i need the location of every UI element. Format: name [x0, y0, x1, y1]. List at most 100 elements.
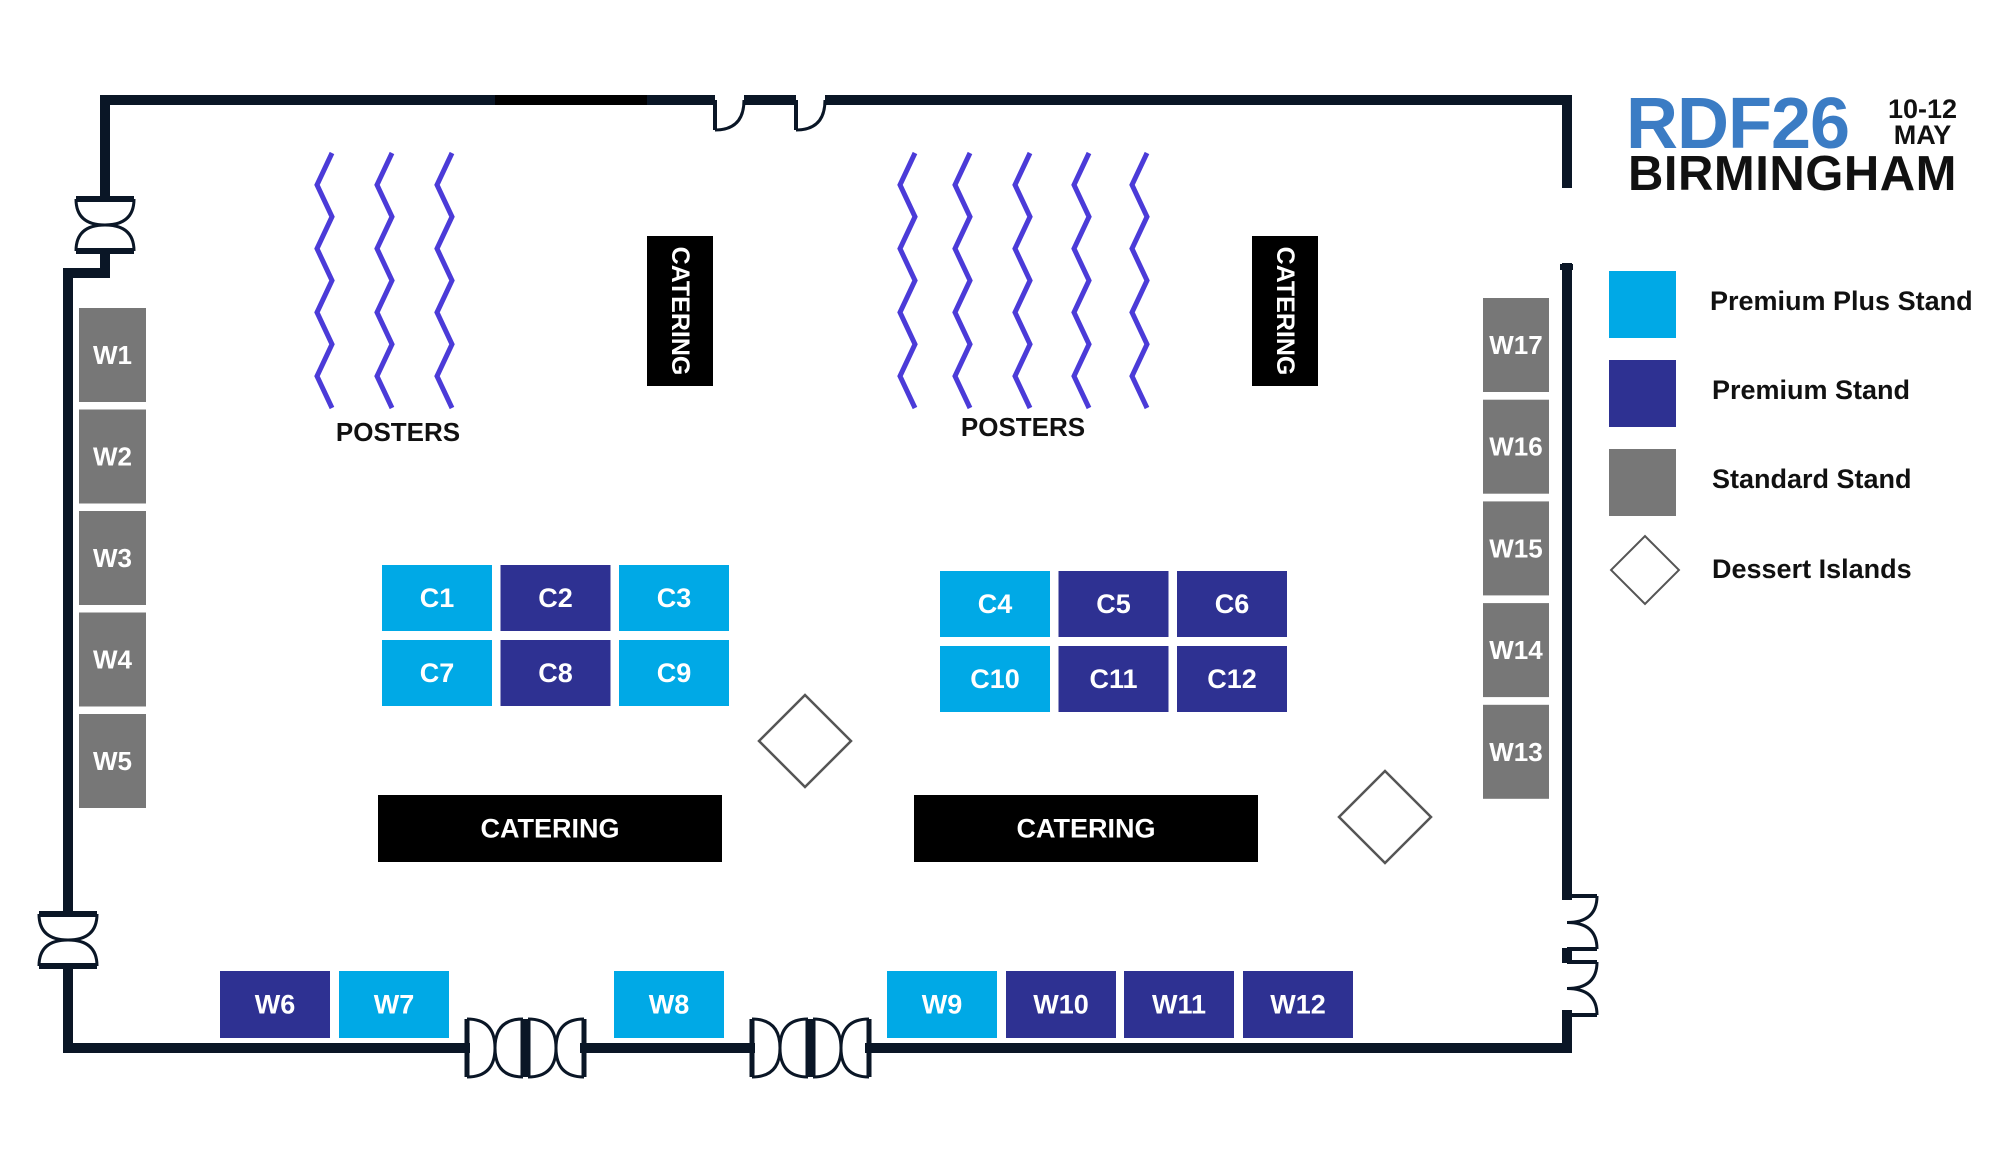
stand-c6[interactable]: C6: [1177, 571, 1287, 637]
stand-c8[interactable]: C8: [500, 640, 611, 706]
wall-segment: [865, 1010, 1572, 1053]
stand-label: C11: [1089, 664, 1137, 694]
stand-box[interactable]: [1483, 298, 1549, 392]
stand-box[interactable]: [500, 640, 611, 706]
stand-label: C7: [420, 658, 455, 688]
stand-box[interactable]: [79, 308, 146, 402]
stand-c3[interactable]: C3: [619, 565, 729, 631]
stand-label: W13: [1489, 737, 1542, 767]
stand-w11[interactable]: W11: [1124, 971, 1234, 1038]
stand-w4[interactable]: W4: [79, 612, 146, 707]
premium-swatch: [1609, 360, 1676, 427]
stand-box[interactable]: [619, 640, 729, 706]
stand-c10[interactable]: C10: [940, 646, 1050, 712]
stand-w5[interactable]: W5: [79, 714, 146, 808]
event-dates-days: 10-12: [1888, 94, 1958, 124]
catering-vertical-left: CATERING: [647, 236, 713, 386]
premium-plus-swatch: [1609, 271, 1676, 338]
stand-box[interactable]: [1006, 971, 1116, 1038]
stand-c9[interactable]: C9: [619, 640, 729, 706]
stand-box[interactable]: [1243, 971, 1353, 1038]
dessert-island: [1337, 769, 1433, 865]
stand-label: W9: [922, 990, 963, 1020]
poster-board: [1012, 151, 1033, 410]
stand-box[interactable]: [220, 971, 330, 1038]
stand-box[interactable]: [339, 971, 449, 1038]
posters-label: POSTERS: [961, 412, 1085, 442]
stand-c4[interactable]: C4: [940, 571, 1050, 637]
stand-box[interactable]: [79, 612, 146, 707]
stand-c7[interactable]: C7: [382, 640, 492, 706]
stand-box[interactable]: [79, 714, 146, 808]
catering-area: [914, 795, 1258, 862]
stand-box[interactable]: [1177, 646, 1287, 712]
stand-w7[interactable]: W7: [339, 971, 449, 1038]
poster-board: [434, 151, 455, 410]
catering-area: [647, 236, 713, 386]
stand-box[interactable]: [1058, 571, 1169, 637]
posters-right: POSTERS: [897, 151, 1150, 442]
stand-label: C4: [978, 589, 1013, 619]
stand-box[interactable]: [940, 571, 1050, 637]
stand-w12[interactable]: W12: [1243, 971, 1353, 1038]
stand-box[interactable]: [1124, 971, 1234, 1038]
stand-box[interactable]: [79, 409, 146, 504]
stand-box[interactable]: [887, 971, 997, 1038]
stand-label: C1: [420, 583, 455, 613]
stand-w13[interactable]: W13: [1483, 704, 1549, 799]
wall-segment: [63, 248, 110, 917]
stand-label: C12: [1207, 664, 1257, 694]
stand-box[interactable]: [940, 646, 1050, 712]
stand-w6[interactable]: W6: [220, 971, 330, 1038]
stand-w16[interactable]: W16: [1483, 399, 1549, 494]
stand-box[interactable]: [1058, 646, 1169, 712]
catering-horizontal-right: CATERING: [914, 795, 1258, 862]
legend-label: Standard Stand: [1712, 464, 1912, 494]
event-logo: RDF26 10-12 MAY BIRMINGHAM: [1626, 84, 1966, 200]
door-left-upper: [74, 196, 136, 254]
stand-box[interactable]: [1483, 501, 1549, 596]
poster-board: [1071, 151, 1092, 410]
event-dates-month: MAY: [1893, 120, 1952, 150]
stand-box[interactable]: [614, 971, 724, 1038]
stand-w15[interactable]: W15: [1483, 501, 1549, 596]
event-dates: 10-12 MAY: [1888, 94, 1958, 150]
stand-c5[interactable]: C5: [1058, 571, 1169, 637]
event-name: RDF26: [1626, 84, 1850, 164]
stand-box[interactable]: [1177, 571, 1287, 637]
stand-c12[interactable]: C12: [1177, 646, 1287, 712]
legend-item-dessert: Dessert Islands: [1600, 532, 2000, 606]
legend-label: Premium Stand: [1712, 375, 1911, 405]
stand-c2[interactable]: C2: [500, 565, 611, 631]
door-right-1: [1566, 894, 1599, 951]
stand-w1[interactable]: W1: [79, 308, 146, 402]
stand-label: W10: [1033, 990, 1089, 1020]
stand-label: W6: [255, 990, 296, 1020]
poster-board: [314, 151, 335, 410]
stand-label: C9: [657, 658, 692, 688]
stand-box[interactable]: [1483, 603, 1549, 698]
stand-box[interactable]: [382, 565, 492, 631]
door-top-2: [794, 94, 827, 132]
stand-c1[interactable]: C1: [382, 565, 492, 631]
stand-w9[interactable]: W9: [887, 971, 997, 1038]
stand-box[interactable]: [619, 565, 729, 631]
catering-horizontal-left: CATERING: [378, 795, 722, 862]
stand-w8[interactable]: W8: [614, 971, 724, 1038]
stand-label: C2: [538, 583, 573, 613]
stand-box[interactable]: [1483, 399, 1549, 494]
legend-label: Premium Plus Stand: [1710, 286, 1973, 316]
stand-w2[interactable]: W2: [79, 409, 146, 504]
stand-w10[interactable]: W10: [1006, 971, 1116, 1038]
stand-box[interactable]: [1483, 704, 1549, 799]
stand-w14[interactable]: W14: [1483, 603, 1549, 698]
venue-doors: [37, 94, 1599, 1079]
stand-box[interactable]: [500, 565, 611, 631]
stand-label: W14: [1489, 635, 1543, 665]
stand-w3[interactable]: W3: [79, 511, 146, 605]
stand-w17[interactable]: W17: [1483, 298, 1549, 392]
door-bottom-1b: [525, 1017, 587, 1079]
stand-box[interactable]: [382, 640, 492, 706]
stand-c11[interactable]: C11: [1058, 646, 1169, 712]
stand-box[interactable]: [79, 511, 146, 605]
